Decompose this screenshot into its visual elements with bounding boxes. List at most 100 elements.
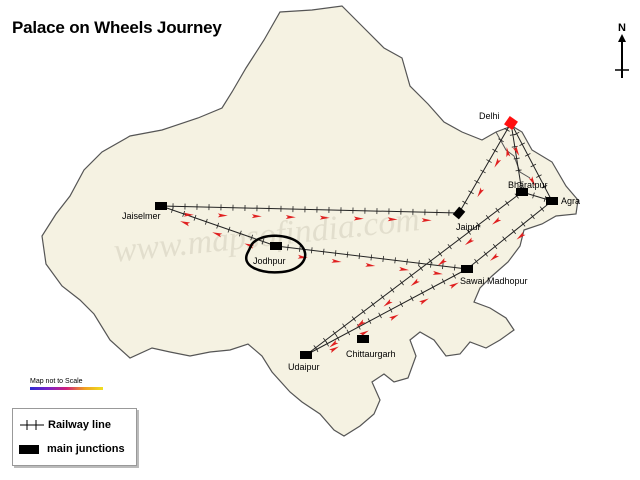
- junction-bharatpur: [516, 188, 528, 196]
- direction-arrow: [437, 257, 447, 266]
- junction-jaiselmer: [155, 202, 167, 210]
- rail-tie: [261, 238, 265, 245]
- north-label: N: [618, 22, 626, 34]
- station-label-agra: Agra: [561, 196, 580, 206]
- direction-arrow: [319, 215, 330, 220]
- railway-route-jodhpur-sawai: [275, 244, 468, 271]
- station-label-jodhpur: Jodhpur: [253, 256, 286, 266]
- rail-tie: [170, 206, 174, 213]
- direction-arrow: [398, 266, 410, 271]
- rail-tie: [193, 214, 197, 221]
- rail-tie: [346, 251, 349, 258]
- rail-tie: [504, 128, 510, 132]
- direction-arrow: [489, 253, 500, 261]
- north-arrow-icon: N: [615, 22, 629, 78]
- direction-arrow: [251, 214, 262, 219]
- railway-line-icon: [20, 420, 44, 430]
- rail-tie: [370, 301, 376, 308]
- railway-route-jaipur-delhi: [458, 122, 512, 214]
- rail-tie: [486, 159, 492, 163]
- rail-tie: [406, 258, 408, 265]
- rail-tie: [524, 153, 531, 157]
- rail-tie: [342, 323, 347, 329]
- rail-tie: [399, 280, 404, 286]
- station-label-chittaurgarh: Chittaurgarh: [346, 349, 396, 359]
- rail-tie: [418, 260, 420, 267]
- rail-tie: [511, 228, 517, 235]
- rail-tie: [420, 289, 425, 296]
- rail-tie: [394, 257, 396, 264]
- jodhpur-highlight-circle: [245, 234, 307, 274]
- junction-jaipur: [452, 206, 466, 220]
- railway-route-udaipur-sawai: [305, 268, 468, 356]
- direction-arrow: [387, 217, 398, 222]
- railway-lines: [160, 122, 553, 356]
- direction-arrow: [212, 232, 223, 238]
- rail-tie: [322, 248, 325, 255]
- rail-tie: [517, 181, 524, 184]
- rail-tie: [370, 254, 373, 261]
- rail-tie: [334, 250, 337, 257]
- railway-route-delhi-bharatpur: [509, 122, 524, 193]
- rail-tie: [492, 243, 498, 250]
- scale-note: Map not to Scale: [30, 378, 83, 385]
- rail-tie: [530, 163, 537, 168]
- rail-tie: [442, 263, 444, 270]
- direction-arrow: [331, 258, 342, 263]
- railway-route-jaiselmer-jaipur: [160, 203, 460, 216]
- rail-tie: [476, 222, 481, 228]
- junction-delhi: [504, 116, 518, 130]
- legend-junction-row: main junctions: [13, 441, 125, 457]
- direction-arrow: [421, 218, 432, 223]
- rail-tie: [502, 236, 507, 242]
- direction-arrow: [477, 187, 485, 198]
- rail-tie: [380, 294, 385, 300]
- north-arrow: N: [612, 20, 632, 80]
- rail-tie: [513, 157, 520, 160]
- rail-tie: [441, 278, 446, 285]
- rail-tie: [250, 234, 254, 241]
- rail-tie: [430, 261, 432, 268]
- rail-tie: [462, 200, 468, 205]
- rail-tie: [399, 301, 404, 307]
- rail-tie: [314, 346, 319, 353]
- rail-tie: [346, 329, 351, 336]
- direction-arrow: [329, 346, 339, 354]
- rail-tie: [361, 308, 366, 315]
- rail-tie: [474, 179, 480, 184]
- station-label-delhi: Delhi: [479, 111, 500, 121]
- rail-tie: [492, 148, 498, 153]
- map-title: Palace on Wheels Journey: [12, 18, 222, 37]
- rail-tie: [474, 258, 479, 265]
- legend-junction-label: main junctions: [47, 443, 125, 455]
- rail-tie: [382, 255, 384, 262]
- rail-tie: [498, 138, 504, 143]
- rail-tie: [515, 169, 522, 172]
- direction-arrow: [432, 270, 443, 275]
- rail-tie: [437, 251, 443, 257]
- rail-tie: [485, 215, 491, 221]
- rail-tie: [216, 222, 220, 229]
- direction-arrow: [494, 157, 502, 168]
- station-label-bharatpur: Bharatpur: [508, 180, 548, 190]
- direction-arrow: [516, 231, 526, 240]
- rail-tie: [453, 264, 456, 271]
- junction-jodhpur: [270, 242, 282, 250]
- rail-tie: [480, 169, 486, 174]
- direction-arrow: [353, 216, 364, 221]
- rail-tie: [511, 145, 518, 148]
- junction-sawai: [461, 265, 473, 273]
- rail-tie: [543, 195, 547, 202]
- rail-tie: [509, 133, 516, 136]
- rail-tie: [541, 184, 548, 189]
- direction-arrow: [449, 282, 459, 289]
- border-notch: [495, 131, 531, 179]
- direction-arrow: [512, 146, 520, 156]
- direction-arrow: [464, 237, 475, 246]
- rail-tie: [521, 221, 526, 227]
- rail-tie: [447, 243, 452, 250]
- station-label-jaipur: Jaipur: [456, 222, 481, 232]
- station-label-jaiselmer: Jaiselmer: [122, 211, 161, 221]
- legend-railway-row: Railway line: [13, 417, 111, 433]
